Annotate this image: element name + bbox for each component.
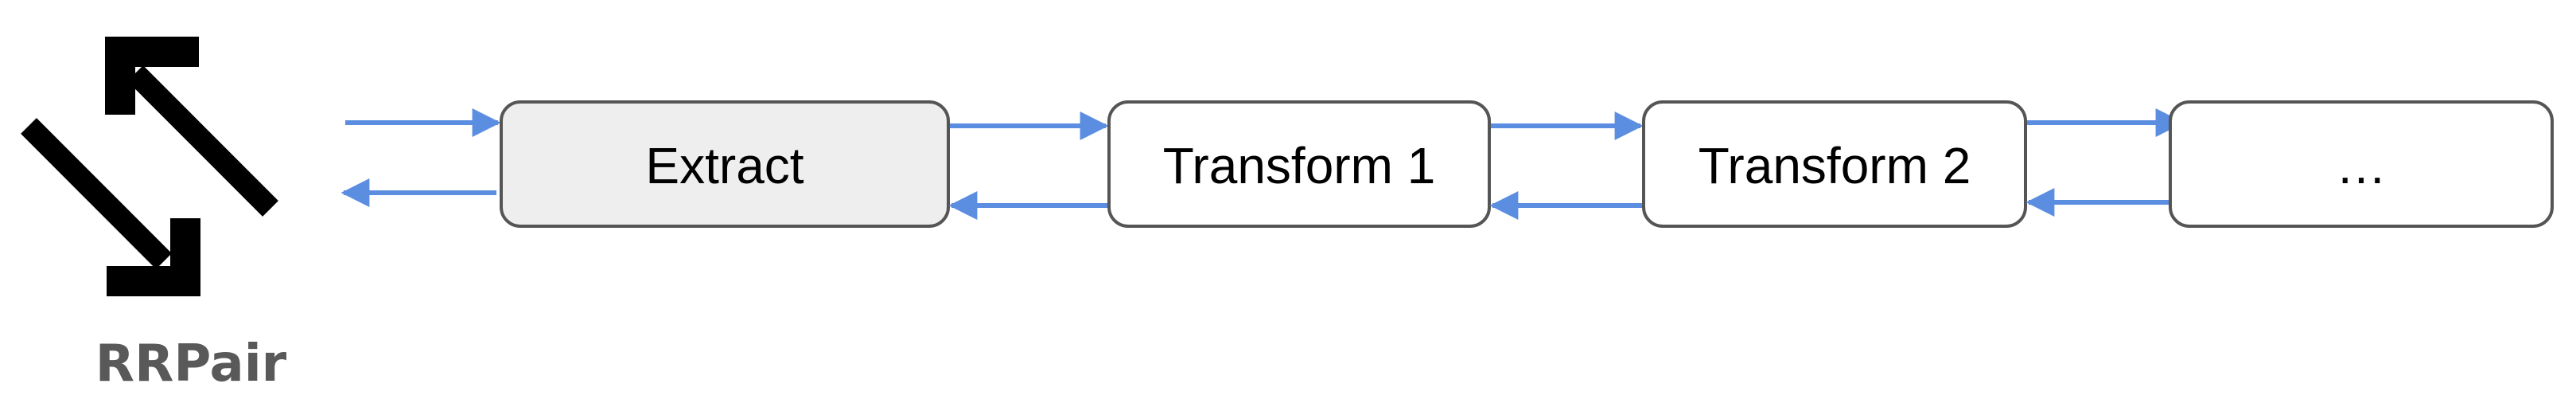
arrows-transform1-transform2 bbox=[1489, 112, 1644, 220]
stage-label: … bbox=[2336, 137, 2387, 194]
arrows-rrpair-extract bbox=[340, 108, 501, 207]
arrows-transform2-ellipsis bbox=[2025, 108, 2185, 217]
stage-transform-2: Transform 2 bbox=[1642, 100, 2027, 228]
arrows-extract-transform1 bbox=[948, 112, 1109, 220]
stage-label: Transform 2 bbox=[1699, 137, 1971, 194]
stage-label: Extract bbox=[645, 137, 804, 194]
bidirectional-diagonal-arrows-icon bbox=[21, 37, 278, 296]
stage-transform-1: Transform 1 bbox=[1107, 100, 1491, 228]
caption-rrpair: RRPair bbox=[95, 335, 287, 393]
stage-label: Transform 1 bbox=[1163, 137, 1436, 194]
stage-extract: Extract bbox=[500, 100, 950, 228]
stage-ellipsis: … bbox=[2169, 100, 2554, 228]
